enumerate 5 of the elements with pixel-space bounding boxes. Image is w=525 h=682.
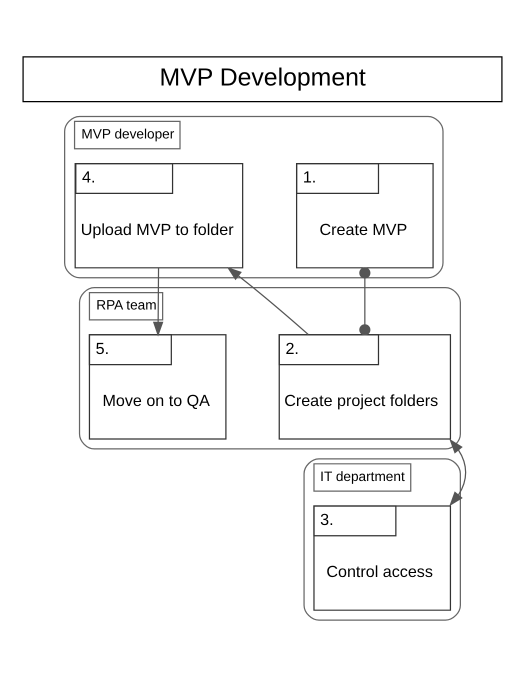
diagram-title: MVP Development: [160, 64, 366, 92]
connector: [359, 267, 370, 336]
arrow: [152, 268, 164, 337]
arrow: [449, 438, 466, 506]
arrow: [226, 266, 309, 335]
